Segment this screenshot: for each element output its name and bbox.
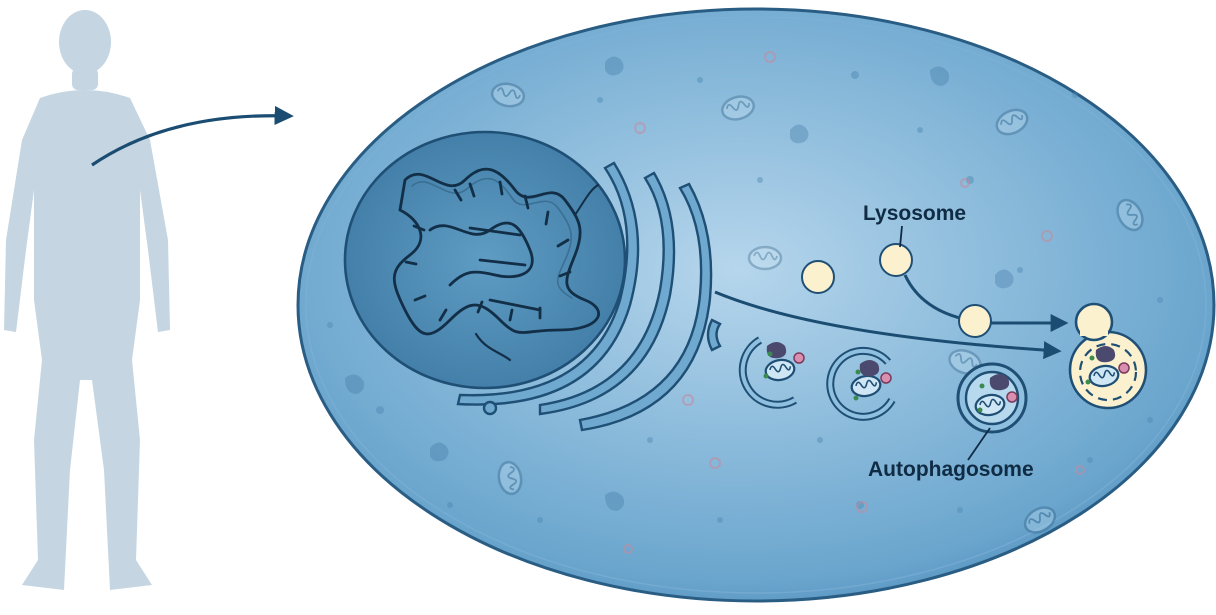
human-silhouette (4, 10, 170, 590)
lysosome-leader-line (899, 225, 903, 248)
nucleus (343, 130, 627, 390)
autophagy-pathway-arrow (714, 290, 1062, 360)
phagophore-stage-1 (738, 336, 805, 409)
golgi-icon (456, 161, 722, 432)
phagophore-stage-2 (826, 346, 896, 421)
autophagosome-leader-line (967, 427, 991, 461)
autolysosome-icon (1068, 302, 1148, 410)
lysosome-label: Lysosome (863, 202, 966, 225)
body-to-cell-arrow (91, 105, 294, 167)
faint-proteins (345, 56, 1014, 511)
autophagosome-label: Autophagosome (868, 458, 1034, 481)
dna-icon (392, 167, 600, 362)
autophagosome-icon (956, 362, 1028, 434)
faint-rings (623, 51, 1085, 554)
lysosome-icon (801, 243, 992, 338)
